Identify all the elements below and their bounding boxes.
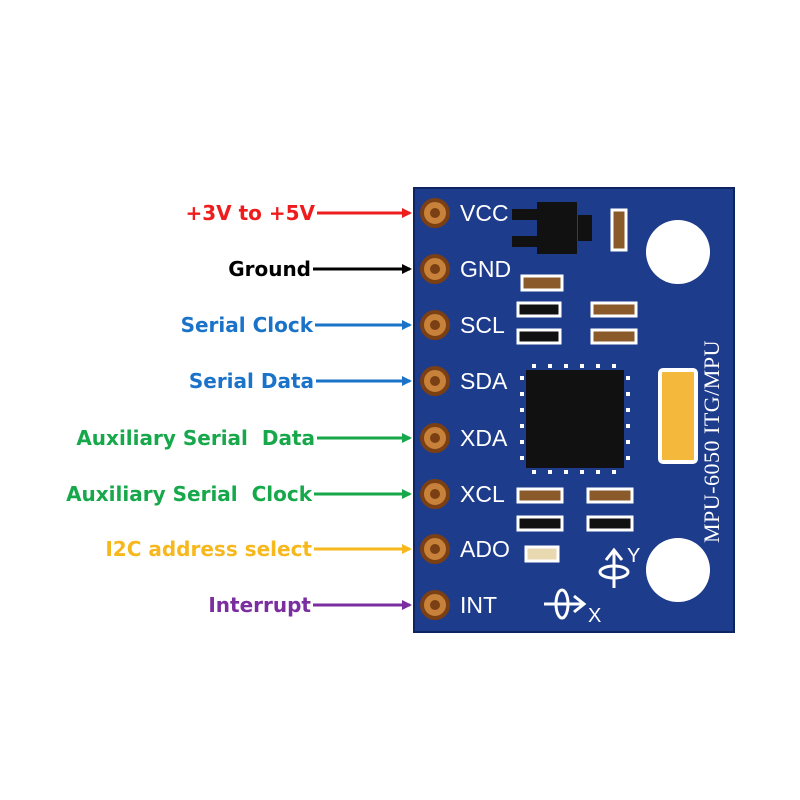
axis-x-label: X xyxy=(588,605,601,627)
mpu6050-chip xyxy=(526,370,624,468)
chip-pin-dot xyxy=(580,470,584,474)
crystal xyxy=(658,368,698,464)
voltage-regulator xyxy=(512,202,592,254)
pin-hole-int xyxy=(430,600,440,610)
pin-name-gnd: GND xyxy=(460,256,511,282)
chip-pin-dot xyxy=(548,364,552,368)
mounting-hole-top xyxy=(646,220,710,284)
pin-name-xda: XDA xyxy=(460,425,508,451)
pin-label-vcc: +3V to +5V xyxy=(185,201,315,225)
chip-pin-dot xyxy=(596,470,600,474)
chip-pin-dot xyxy=(520,440,524,444)
pin-name-scl: SCL xyxy=(460,312,505,338)
pin-name-xcl: XCL xyxy=(460,481,505,507)
chip-pin-dot xyxy=(612,470,616,474)
chip-pin-dot xyxy=(564,364,568,368)
pin-label-ado: I2C address select xyxy=(105,537,312,561)
chip-pin-dot xyxy=(520,424,524,428)
pin-name-ado: ADO xyxy=(460,536,510,562)
chip-pin-dot xyxy=(580,364,584,368)
chip-pin-dot xyxy=(626,424,630,428)
chip-pin-dot xyxy=(520,376,524,380)
pin-hole-ado xyxy=(430,544,440,554)
axis-x-icon xyxy=(544,588,587,620)
capacitor-vcc xyxy=(610,208,628,252)
pin-label-gnd: Ground xyxy=(228,257,311,281)
mounting-hole-bottom xyxy=(646,538,710,602)
axis-y-label: Y xyxy=(627,545,640,567)
pin-hole-xcl xyxy=(430,489,440,499)
chip-pin-dot xyxy=(564,470,568,474)
pin-name-int: INT xyxy=(460,592,497,618)
chip-pin-dot xyxy=(520,408,524,412)
axis-y-icon xyxy=(598,547,630,588)
pin-label-xcl: Auxiliary Serial Clock xyxy=(66,482,313,506)
chip-pin-dot xyxy=(626,456,630,460)
smd-components xyxy=(516,274,638,563)
pin-hole-gnd xyxy=(430,264,440,274)
pin-label-xda: Auxiliary Serial Data xyxy=(76,426,315,450)
chip-pin-dot xyxy=(626,392,630,396)
chip-pin-dot xyxy=(520,456,524,460)
pin-label-sda: Serial Data xyxy=(189,369,314,393)
pin-name-sda: SDA xyxy=(460,368,508,394)
chip-pin-dot xyxy=(626,440,630,444)
chip-pin-dot xyxy=(626,376,630,380)
chip-pin-dot xyxy=(612,364,616,368)
chip-pin-dot xyxy=(596,364,600,368)
pin-hole-xda xyxy=(430,433,440,443)
board-title: MPU-6050 ITG/MPU xyxy=(699,340,724,543)
chip-pin-dot xyxy=(520,392,524,396)
pin-hole-scl xyxy=(430,320,440,330)
pin-label-int: Interrupt xyxy=(208,593,311,617)
pin-hole-vcc xyxy=(430,208,440,218)
chip-pin-dot xyxy=(548,470,552,474)
chip-pin-dot xyxy=(532,470,536,474)
chip-pin-dot xyxy=(532,364,536,368)
chip-pin-dot xyxy=(626,408,630,412)
chip-pin-dots xyxy=(520,364,630,474)
pin-name-vcc: VCC xyxy=(460,200,509,226)
pin-label-scl: Serial Clock xyxy=(181,313,314,337)
pin-hole-sda xyxy=(430,376,440,386)
